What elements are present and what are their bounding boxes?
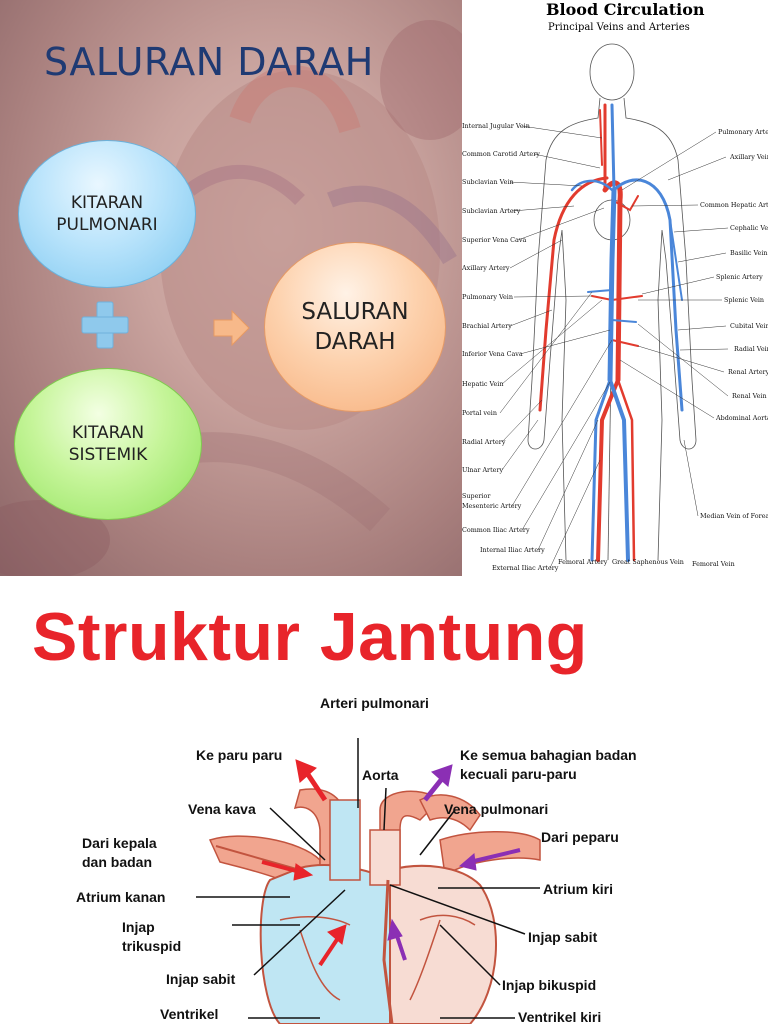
blood-circulation-diagram: Blood Circulation Principal Veins and Ar… — [462, 0, 768, 576]
struktur-jantung-title: Struktur Jantung — [32, 599, 588, 675]
label-vena-kava: Vena kava — [188, 801, 256, 817]
label-pulmonary-vein: Pulmonary Vein — [462, 293, 513, 301]
label-common-iliac-artery: Common Iliac Artery — [462, 526, 530, 534]
label-femoral-vein: Femoral Vein — [692, 560, 735, 568]
label-atrium-kanan: Atrium kanan — [76, 889, 166, 905]
label-subclavian-vein: Subclavian Vein — [462, 178, 514, 186]
label-abdominal-aorta: Abdominal Aorta — [716, 414, 768, 422]
circulation-title: Blood Circulation — [546, 0, 705, 19]
label-radial-vein: Radial Vein — [734, 345, 768, 353]
kitaran-sistemik-label: KITARAN SISTEMIK — [68, 423, 148, 465]
kitaran-pulmonari-bubble: KITARAN PULMONARI — [18, 140, 196, 288]
label-renal-artery: Renal Artery — [728, 368, 768, 376]
label-injap-bikuspid: Injap bikuspid — [502, 977, 597, 993]
label-great-saphenous-vein: Great Saphenous Vein — [612, 558, 684, 566]
label-splenic-artery: Splenic Artery — [716, 273, 763, 281]
label-hepatic-vein: Hepatic Vein — [462, 380, 504, 388]
label-axillary-artery: Axillary Artery — [462, 264, 510, 272]
label-cubital-vein: Cubital Vein — [730, 322, 768, 330]
plus-icon — [81, 301, 129, 349]
kitaran-pulmonari-label: KITARAN PULMONARI — [56, 193, 158, 235]
kitaran-sistemik-bubble: KITARAN SISTEMIK — [14, 368, 202, 520]
label-aorta: Aorta — [362, 767, 399, 783]
label-internal-iliac-artery: Internal Iliac Artery — [480, 546, 545, 554]
label-femoral-artery: Femoral Artery — [558, 558, 608, 566]
saluran-darah-bubble: SALURAN DARAH — [264, 242, 446, 412]
label-injap-sabit-kanan: Injap sabit — [166, 971, 236, 987]
label-ke-semua-bahagian: Ke semua bahagian badan kecuali paru-par… — [460, 747, 637, 782]
label-injap-trikuspid: Injap trikuspid — [122, 919, 182, 954]
saluran-darah-label: SALURAN DARAH — [301, 299, 409, 355]
label-pulmonary-artery: Pulmonary Artery — [718, 128, 768, 136]
body-vessels-illustration — [499, 43, 729, 569]
label-injap-sabit-kiri: Injap sabit — [528, 929, 598, 945]
label-subclavian-artery: Subclavian Artery — [462, 207, 521, 215]
label-median-vein-of-forearm: Median Vein of Forearm — [700, 512, 768, 520]
label-ventrikel-kiri: Ventrikel kiri — [518, 1009, 602, 1025]
label-axillary-vein: Axillary Vein — [730, 153, 768, 161]
label-superior-vena-cava: Superior Vena Cava — [462, 236, 527, 244]
label-renal-vein: Renal Vein — [732, 392, 767, 400]
slide-title: SALURAN DARAH — [44, 40, 374, 84]
label-splenic-vein: Splenic Vein — [724, 296, 765, 304]
label-arteri-pulmonari: Arteri pulmonari — [320, 695, 429, 711]
label-ventrikel-kanan: Ventrikel — [160, 1006, 219, 1022]
label-dari-kepala-dan-badan: Dari kepala dan badan — [82, 835, 157, 870]
label-vena-pulmonari: Vena pulmonari — [444, 801, 549, 817]
label-mesenteric-artery: Mesenteric Artery — [462, 502, 522, 510]
label-ulnar-artery: Ulnar Artery — [462, 466, 504, 474]
circulation-subtitle: Principal Veins and Arteries — [548, 22, 690, 33]
arrow-right-icon — [213, 309, 250, 347]
label-superior: Superior — [462, 492, 491, 500]
label-atrium-kiri: Atrium kiri — [543, 881, 614, 897]
label-inferior-vena-cava: Inferior Vena Cava — [462, 350, 523, 358]
saluran-darah-slide: SALURAN DARAH KITARAN PULMONARI KITARAN … — [0, 0, 462, 576]
label-common-carotid-artery: Common Carotid Artery — [462, 150, 540, 158]
label-brachial-artery: Brachial Artery — [462, 322, 512, 330]
label-internal-jugular-vein: Internal Jugular Vein — [462, 122, 530, 130]
label-dari-peparu: Dari peparu — [541, 829, 619, 845]
label-radial-artery: Radial Artery — [462, 438, 506, 446]
label-basilic-vein: Basilic Vein — [730, 249, 768, 257]
label-external-iliac-artery: External Iliac Artery — [492, 564, 559, 572]
label-ke-paru-paru: Ke paru paru — [196, 747, 283, 763]
label-cephalic-vein: Cephalic Vein — [730, 224, 768, 232]
label-common-hepatic-artery: Common Hepatic Artery — [700, 201, 768, 209]
label-portal-vein: Portal vein — [462, 409, 497, 417]
